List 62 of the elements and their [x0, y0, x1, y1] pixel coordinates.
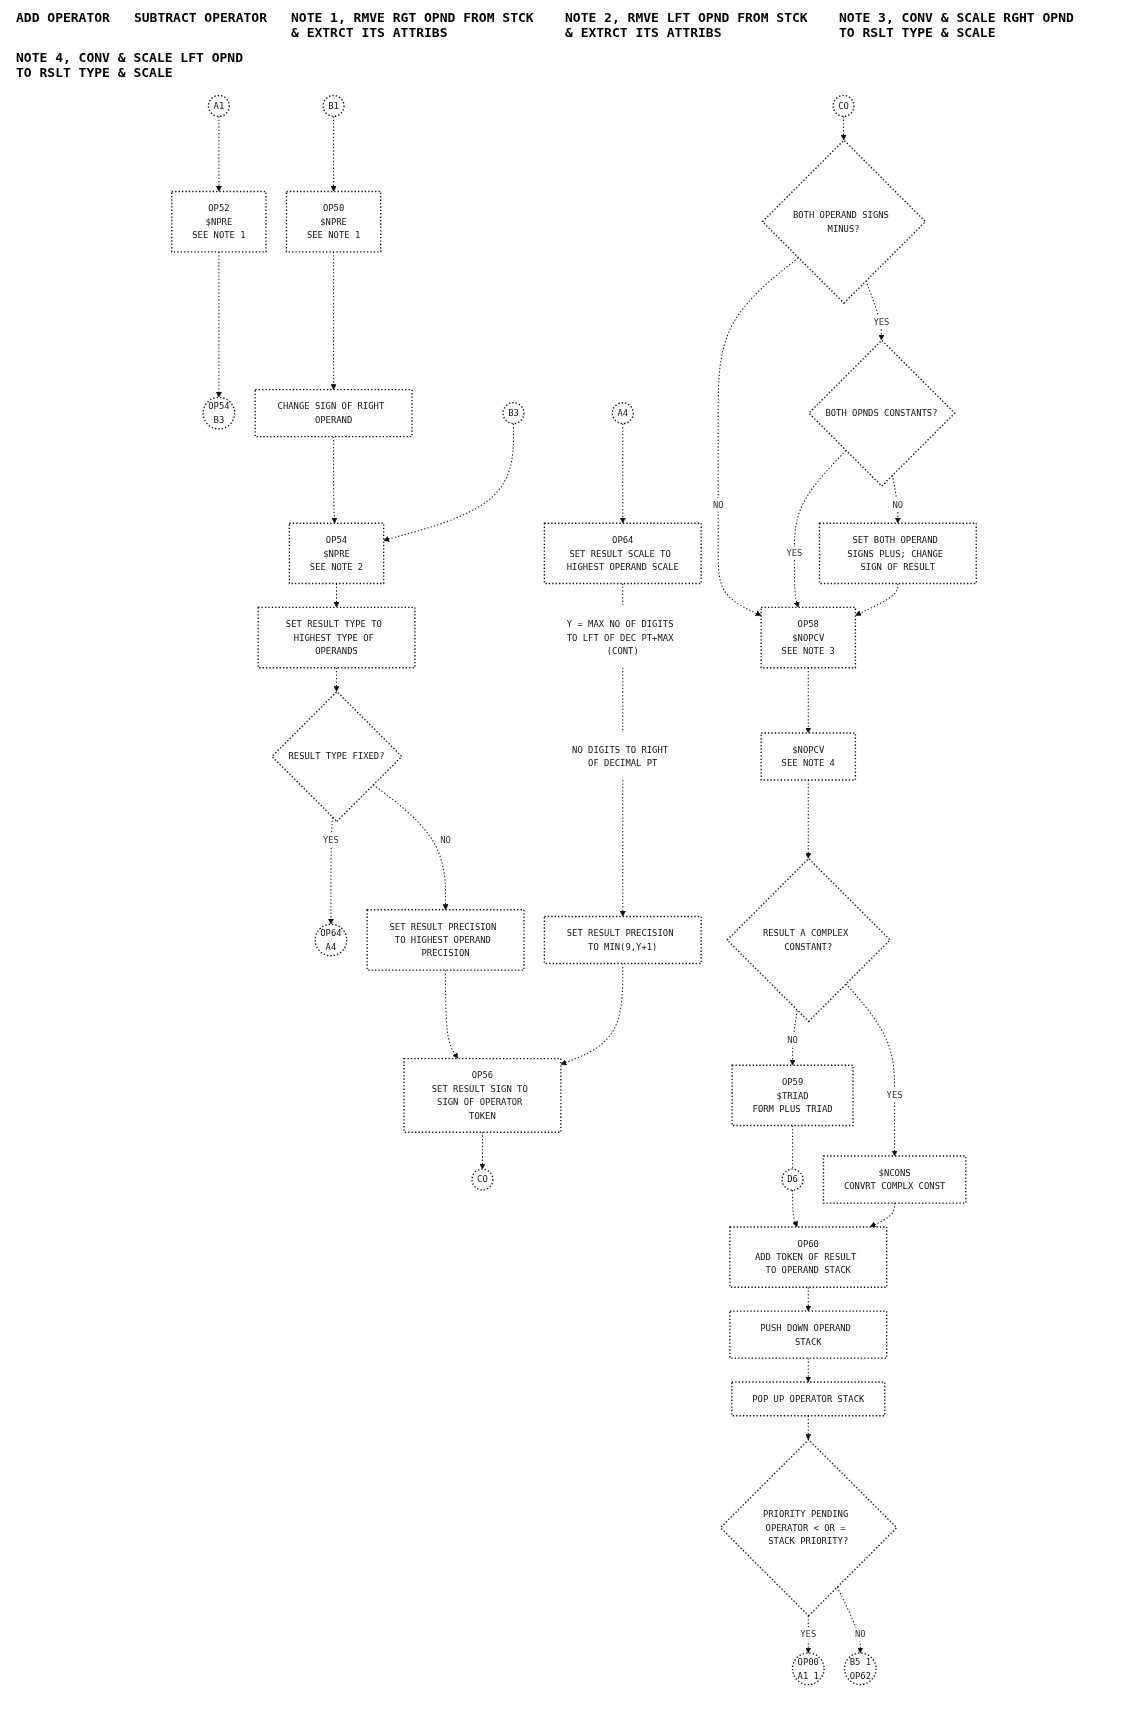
edge-label: NO — [440, 834, 451, 845]
node-box: OP54 $NPRE SEE NOTE 2 — [288, 522, 385, 585]
node-box: PUSH DOWN OPERAND STACK — [729, 1310, 888, 1359]
edge-label: YES — [886, 1090, 903, 1101]
node-box: $NCONS CONVRT COMPLX CONST — [822, 1155, 967, 1204]
edge-label: NO — [892, 499, 904, 510]
arrow — [619, 779, 626, 917]
node-box: SET BOTH OPERAND SIGNS PLUS; CHANGE SIGN OF RESULT — [818, 522, 977, 585]
node-box: OP50 $NPRE SEE NOTE 1 — [285, 190, 382, 253]
node-box: OP56 SET RESULT SIGN TO SIGN OF OPERATOR TOKEN — [403, 1057, 562, 1133]
arrow — [717, 257, 799, 616]
node-circle: OP54 B3 — [202, 396, 236, 430]
node-circle: D6 — [781, 1168, 804, 1191]
node-box: POP UP OPERATOR STACK — [731, 1381, 886, 1417]
node-box: SET RESULT PRECISION TO MIN(9,Y+1) — [543, 915, 702, 965]
edge-label: YES — [873, 316, 890, 327]
note-text: NOTE 2, RMVE LFT OPND FROM STCK & EXTRCT ITS ATTRIBS — [565, 10, 809, 40]
node-text: NO DIGITS TO RIGHT OF DECIMAL PT — [572, 744, 669, 769]
note-text: SUBTRACT OPERATOR — [133, 10, 267, 27]
arrow — [793, 450, 847, 608]
node-circle: A1 — [207, 94, 230, 118]
arrow — [805, 1415, 812, 1440]
edge-label: NO — [787, 1034, 798, 1045]
arrow — [855, 583, 899, 616]
edge-label: YES — [786, 548, 803, 559]
node-circle: OP00 A1 1 — [791, 1652, 825, 1686]
node-circle: B3 — [502, 402, 525, 425]
note-text: ADD OPERATOR — [16, 10, 110, 27]
node-circle: B5 1 OP62 — [843, 1652, 877, 1686]
node-box: $NOPCV SEE NOTE 4 — [760, 732, 857, 781]
node-circle: B1 — [322, 94, 345, 118]
arrow — [333, 583, 340, 608]
arrow — [327, 816, 334, 925]
node-box: CHANGE SIGN OF RIGHT OPERAND — [254, 388, 413, 438]
node-diamond: RESULT A COMPLEX CONSTANT? — [726, 857, 892, 1023]
node-box: OP60 ADD TOKEN OF RESULT TO OPERAND STACK — [729, 1226, 888, 1288]
arrow — [845, 983, 898, 1157]
node-circle: A4 — [611, 402, 634, 425]
node-circle: CO — [832, 94, 855, 118]
node-box: OP52 $NPRE SEE NOTE 1 — [171, 190, 267, 253]
connector — [622, 583, 624, 608]
node-circle: CO — [471, 1168, 494, 1191]
edge-label: NO — [854, 1629, 866, 1640]
edge-label: YES — [800, 1629, 817, 1640]
node-diamond: RESULT TYPE FIXED? — [271, 690, 403, 823]
note-text: NOTE 1, RMVE RGT OPND FROM STCK & EXTRCT ITS ATTRIBS — [291, 10, 535, 40]
node-circle: OP64 A4 — [314, 923, 348, 957]
node-box: OP64 SET RESULT SCALE TO HIGHEST OPERAND SCALE — [543, 522, 702, 585]
node-box: OP59 $TRIAD FORM PLUS TRIAD — [731, 1064, 854, 1127]
note-text: NOTE 4, CONV & SCALE LFT OPND TO RSLT TYPE & SCALE — [16, 50, 244, 80]
node-diamond: BOTH OPERAND SIGNS MINUS? — [761, 139, 927, 305]
node-box: SET RESULT PRECISION TO HIGHEST OPERAND PRECISION — [366, 909, 525, 971]
edge-label: YES — [322, 834, 339, 845]
node-diamond: PRIORITY PENDING OPERATOR < OR = STACK PRIORITY? — [719, 1438, 898, 1617]
node-diamond: BOTH OPNDS CONSTANTS? — [807, 339, 956, 488]
arrow — [792, 1189, 798, 1228]
arrow — [836, 1586, 864, 1654]
node-box: SET RESULT TYPE TO HIGHEST TYPE OF OPERANDS — [257, 606, 416, 669]
note-text: NOTE 3, CONV & SCALE RGHT OPND TO RSLT TYPE & SCALE — [839, 10, 1075, 40]
node-text: Y = MAX NO OF DIGITS TO LFT OF DEC PT+MAX (CONT) — [566, 618, 674, 656]
edge-label: NO — [712, 499, 724, 510]
node-box: OP58 $NOPCV SEE NOTE 3 — [760, 606, 857, 669]
